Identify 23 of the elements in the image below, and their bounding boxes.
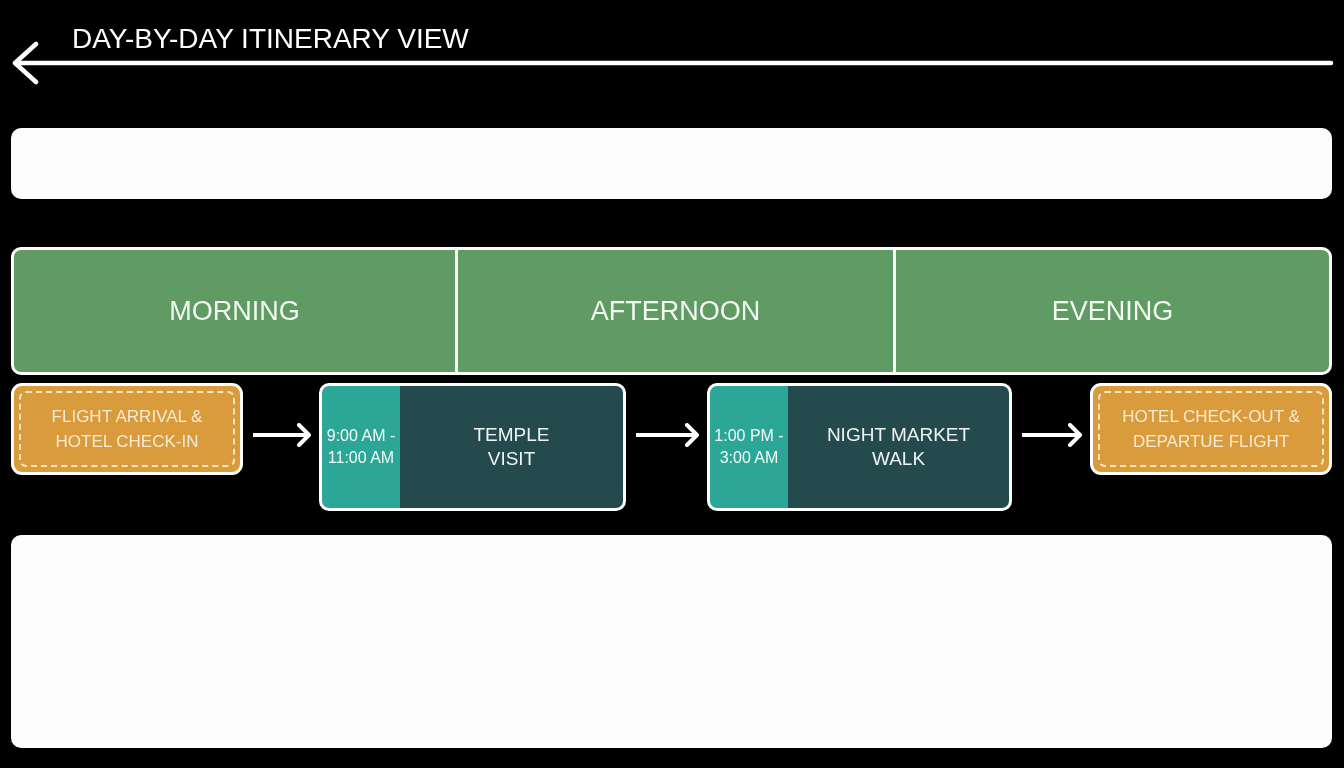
- activity-card: [319, 383, 626, 511]
- arrow: [253, 423, 311, 447]
- arrow: [636, 423, 699, 447]
- arrow: [1022, 423, 1082, 447]
- event-box: [11, 383, 243, 475]
- event-label: HOTEL CHECK-OUT & DEPARTUE FLIGHT: [1121, 406, 1301, 453]
- period-header: [458, 250, 893, 372]
- period-header: [896, 250, 1329, 372]
- period-label: AFTERNOON: [590, 295, 761, 327]
- period-label: EVENING: [1051, 295, 1174, 327]
- period-header: [14, 250, 455, 372]
- time-range: 1:00 PM - 3:00 AM: [713, 426, 785, 468]
- page-title: DAY-BY-DAY ITINERARY VIEW: [72, 25, 469, 53]
- period-band: [11, 247, 1332, 375]
- event-label: FLIGHT ARRIVAL & HOTEL CHECK-IN: [51, 406, 203, 453]
- time-range: 9:00 AM - 11:00 AM: [326, 426, 396, 468]
- blank-panel: [11, 128, 1332, 199]
- period-label: MORNING: [168, 295, 301, 327]
- activity-title: TEMPLE VISIT: [472, 423, 551, 471]
- activity-title: NIGHT MARKET WALK: [826, 423, 971, 471]
- event-box: [1090, 383, 1332, 475]
- activity-card: [707, 383, 1012, 511]
- blank-panel: [11, 535, 1332, 748]
